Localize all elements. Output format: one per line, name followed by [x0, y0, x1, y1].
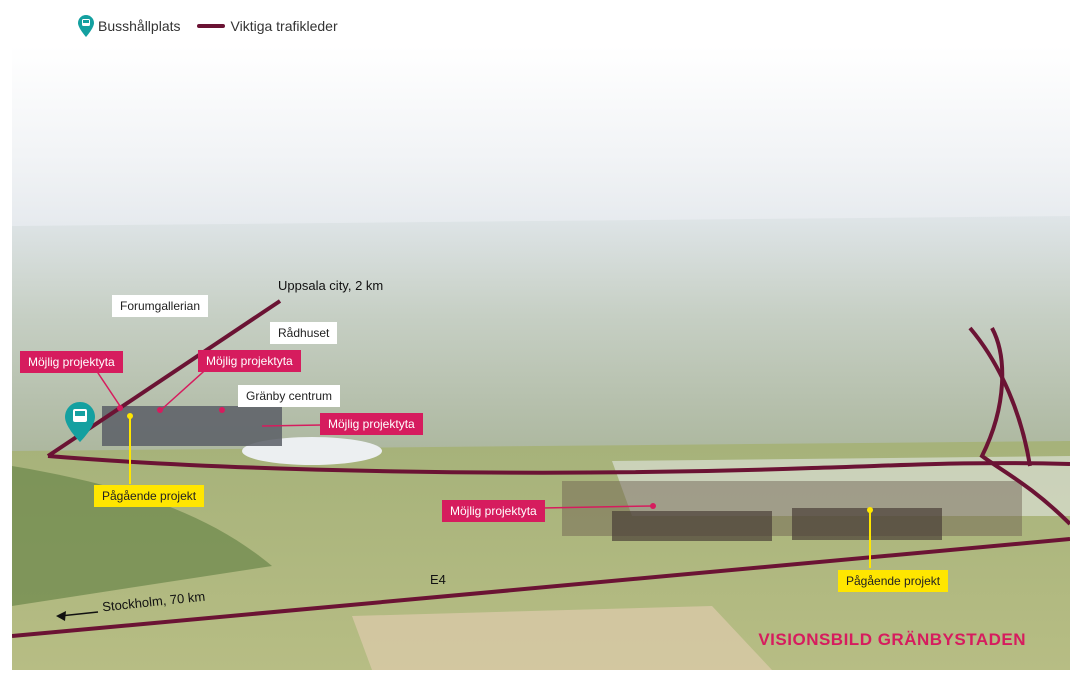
label-e4: E4 [430, 572, 446, 587]
bus-stop-map-icon [65, 402, 95, 442]
aerial-map: Forumgallerian Rådhuset Gränby centrum U… [12, 46, 1070, 670]
label-granby-centrum: Gränby centrum [238, 385, 341, 407]
possible-project-label: Möjlig projektyta [20, 351, 123, 373]
label-uppsala-city: Uppsala city, 2 km [278, 278, 384, 293]
legend: Busshållplats Viktiga trafikleder [78, 14, 354, 38]
possible-project-label: Möjlig projektyta [320, 413, 423, 435]
label-forumgallerian: Forumgallerian [112, 295, 209, 317]
ongoing-project-label: Pågående projekt [838, 570, 949, 592]
ongoing-project-label: Pågående projekt [94, 485, 205, 507]
bus-stop-pin-icon [78, 15, 94, 37]
possible-project-label: Möjlig projektyta [442, 500, 545, 522]
legend-bus-stop-label: Busshållplats [98, 18, 181, 34]
legend-bus-stop: Busshållplats [78, 15, 181, 37]
legend-main-roads: Viktiga trafikleder [196, 18, 338, 34]
map-title: VISIONSBILD GRÄNBYSTADEN [758, 630, 1026, 649]
road-line-icon [196, 24, 225, 28]
map-background [12, 46, 1070, 670]
label-radhuset: Rådhuset [270, 322, 338, 344]
possible-project-label: Möjlig projektyta [198, 350, 301, 372]
legend-main-roads-label: Viktiga trafikleder [230, 18, 338, 34]
